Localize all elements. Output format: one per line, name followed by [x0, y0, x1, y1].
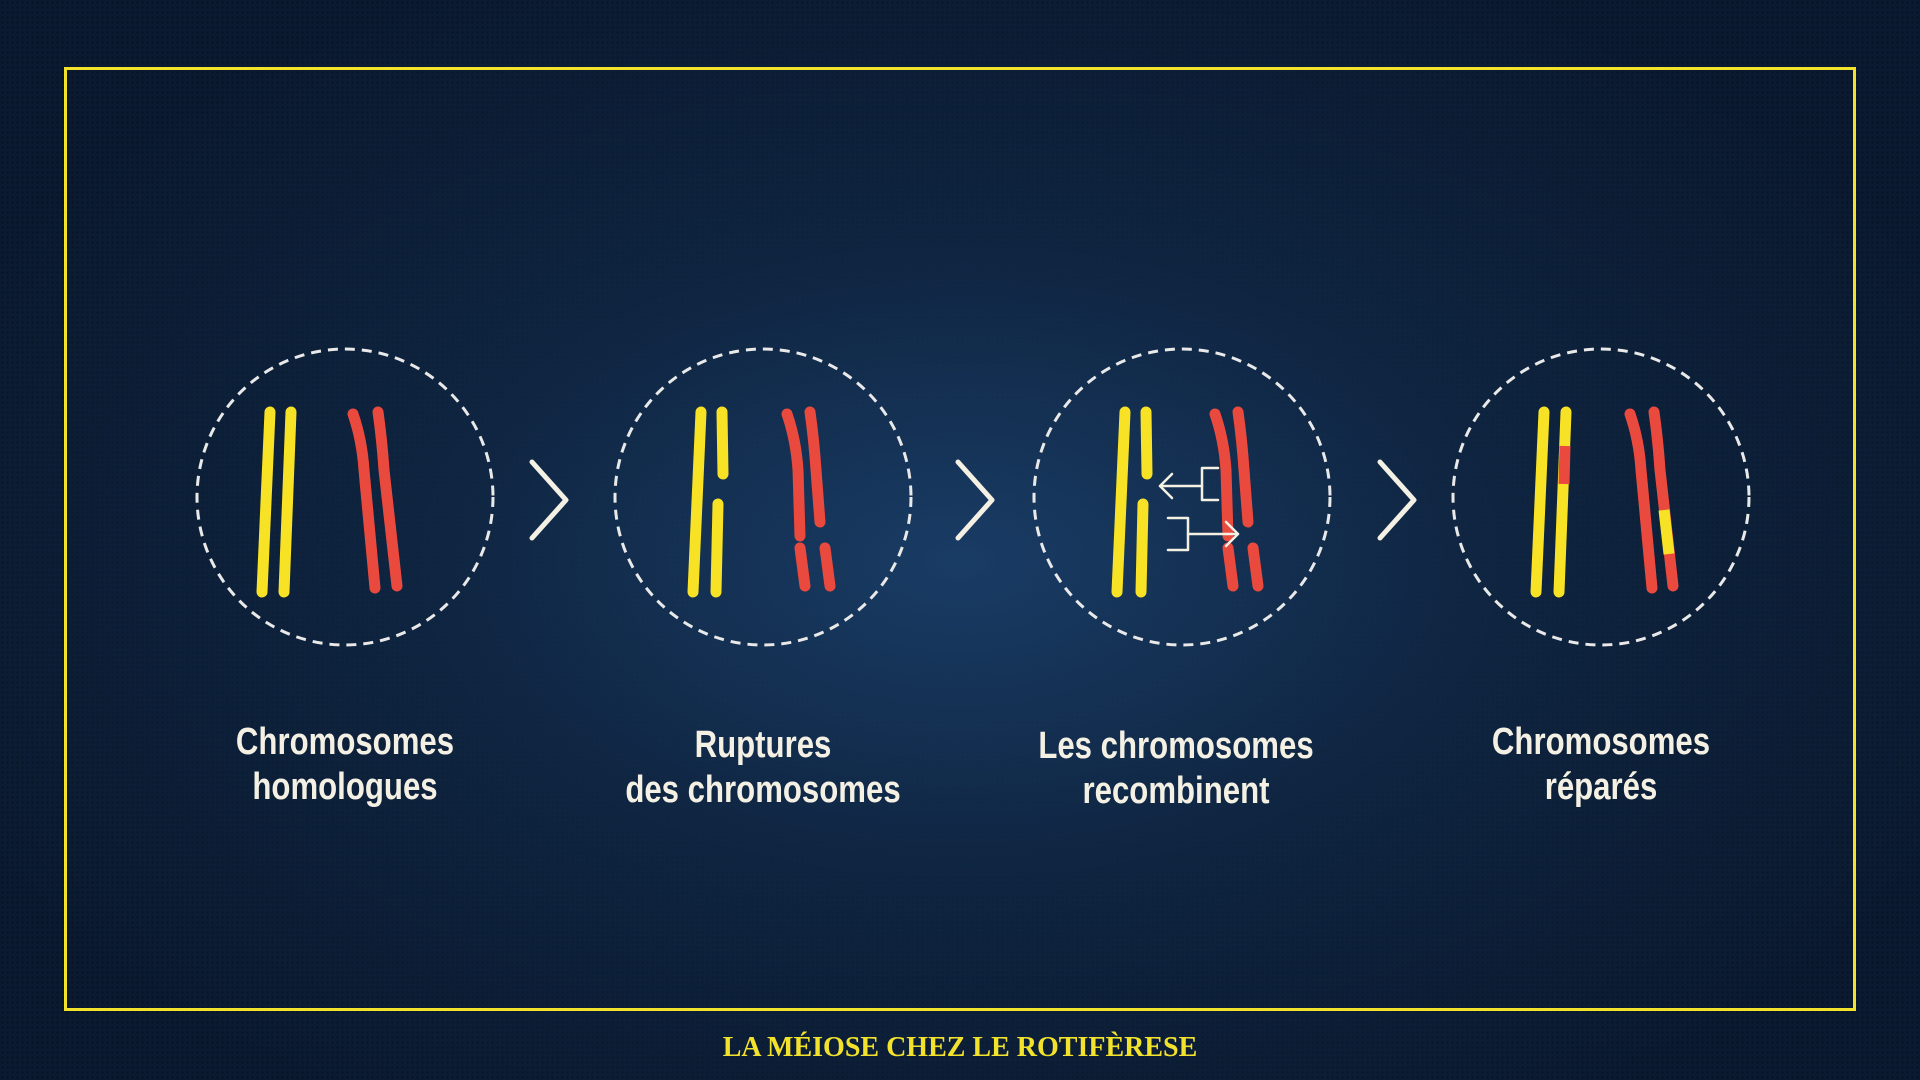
step-3-label-line-1: Les chromosomes [1038, 725, 1314, 767]
step-2-breaks [613, 347, 913, 647]
chromosome-red-1 [347, 408, 381, 594]
chromosome-red-2 [1648, 406, 1679, 592]
chromosome-yellow-1 [687, 406, 707, 598]
chromosome-yellow-1 [256, 406, 276, 598]
step-1-label-line-2: homologues [252, 766, 438, 808]
step-2-label-line-1: Ruptures [694, 724, 832, 766]
arrow-left-icon [1158, 466, 1220, 502]
chromosome-red-2-bottom [1247, 542, 1264, 592]
chromosome-red-1 [1624, 408, 1658, 594]
chromosome-yellow-2-top [1140, 406, 1153, 480]
step-1-homologous [195, 347, 495, 647]
chromosome-yellow-2 [1553, 406, 1572, 598]
chromosome-yellow-2-bottom [710, 498, 724, 598]
step-4-circle [1451, 347, 1751, 647]
recombined-red-segment [1558, 445, 1571, 485]
chromosome-red-2-bottom [819, 542, 836, 592]
step-2-label-line-2: des chromosomes [625, 769, 901, 811]
step-3-circle [1032, 347, 1332, 647]
chromosome-red-1-bottom [1222, 542, 1239, 592]
step-1-label: Chromosomes homologues [173, 720, 517, 810]
chromosome-red-2-top [804, 406, 826, 528]
chromosome-red-1-bottom [794, 542, 811, 592]
chromosome-yellow-2-bottom [1135, 498, 1149, 598]
step-4-label: Chromosomes réparés [1429, 720, 1773, 810]
step-1-label-line-1: Chromosomes [235, 721, 455, 763]
arrow-right-icon [1166, 516, 1240, 552]
chromosome-red-1-top [1209, 408, 1234, 542]
chevron-right-icon [529, 459, 569, 541]
chevron-right-icon [1377, 459, 1417, 541]
chromosome-yellow-2-top [716, 406, 729, 480]
chromosome-red-2-top [1232, 406, 1254, 528]
chromosome-red-2 [372, 406, 403, 592]
step-4-repaired [1451, 347, 1751, 647]
chromosome-yellow-2 [278, 406, 297, 598]
step-2-label: Ruptures des chromosomes [591, 723, 935, 813]
step-4-label-line-2: réparés [1544, 766, 1658, 808]
step-4-label-line-1: Chromosomes [1491, 721, 1711, 763]
page-title: LA MÉIOSE CHEZ LE ROTIFÈRESE [722, 1032, 1198, 1063]
step-3-label-line-2: recombinent [1082, 770, 1270, 812]
diagram-frame [64, 67, 1856, 1011]
chromosome-yellow-1 [1530, 406, 1550, 598]
chevron-right-icon [955, 459, 995, 541]
step-2-circle [613, 347, 913, 647]
chromosome-red-1-top [781, 408, 806, 542]
recombined-yellow-segment [1658, 509, 1675, 555]
chromosome-yellow-1 [1111, 406, 1131, 598]
step-1-circle [195, 347, 495, 647]
step-3-label: Les chromosomes recombinent [1004, 724, 1348, 814]
step-3-recombination [1032, 347, 1332, 647]
